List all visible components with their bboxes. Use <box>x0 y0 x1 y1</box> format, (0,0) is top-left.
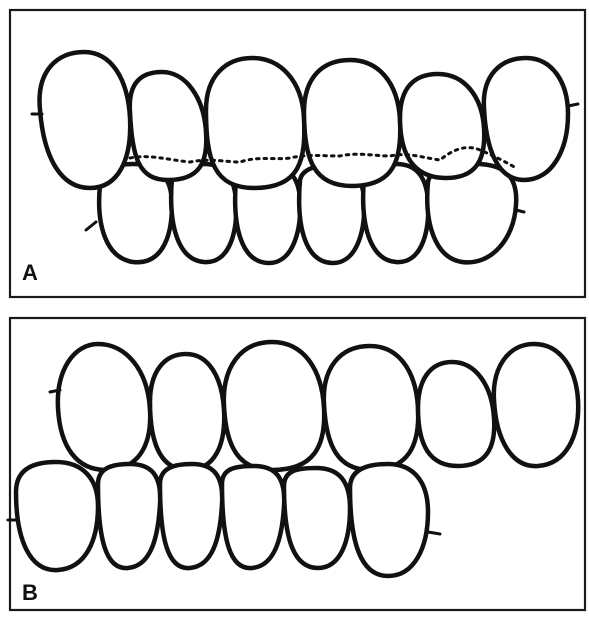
panel-b-upper-tooth-2 <box>150 354 224 470</box>
panel-b-lower-tooth-5 <box>284 468 350 568</box>
panel-b-upper-tooth-3 <box>224 342 324 470</box>
panel-b-upper-arch <box>50 342 578 470</box>
panel-b-lower-tooth-4 <box>222 466 284 568</box>
panel-a-upper-tooth-2 <box>130 72 207 180</box>
panel-b-upper-tooth-4 <box>324 346 418 470</box>
panel-a-upper-tooth-3 <box>206 58 304 188</box>
panel-b-lower-tooth-2 <box>98 464 160 568</box>
panel-b-upper-tooth-1 <box>58 344 150 470</box>
panel-b-lower-tooth-3 <box>160 464 222 568</box>
panel-a-upper-right-tick <box>568 104 578 106</box>
panel-b-upper-tooth-5 <box>418 362 494 466</box>
panel-a-upper-tooth-6 <box>484 58 568 180</box>
panel-b-lower-arch <box>8 462 440 576</box>
panel-a-upper-tooth-4 <box>304 60 400 186</box>
panel-b-upper-tooth-6 <box>494 344 578 466</box>
panel-a: A <box>10 10 585 297</box>
panel-a-upper-tooth-1 <box>40 52 131 188</box>
panel-b-lower-right-tick <box>428 532 440 534</box>
panel-a-lower-right-tick <box>516 210 524 212</box>
panel-b-label: B <box>22 580 38 605</box>
panel-b: B <box>8 318 585 610</box>
panel-a-lower-left-tick <box>86 222 96 230</box>
panel-a-upper-tooth-5 <box>400 74 484 178</box>
panel-b-upper-left-tick <box>50 390 60 392</box>
panel-b-lower-tooth-1 <box>16 462 98 570</box>
panel-b-lower-tooth-6 <box>350 464 428 576</box>
panel-a-label: A <box>22 260 38 285</box>
